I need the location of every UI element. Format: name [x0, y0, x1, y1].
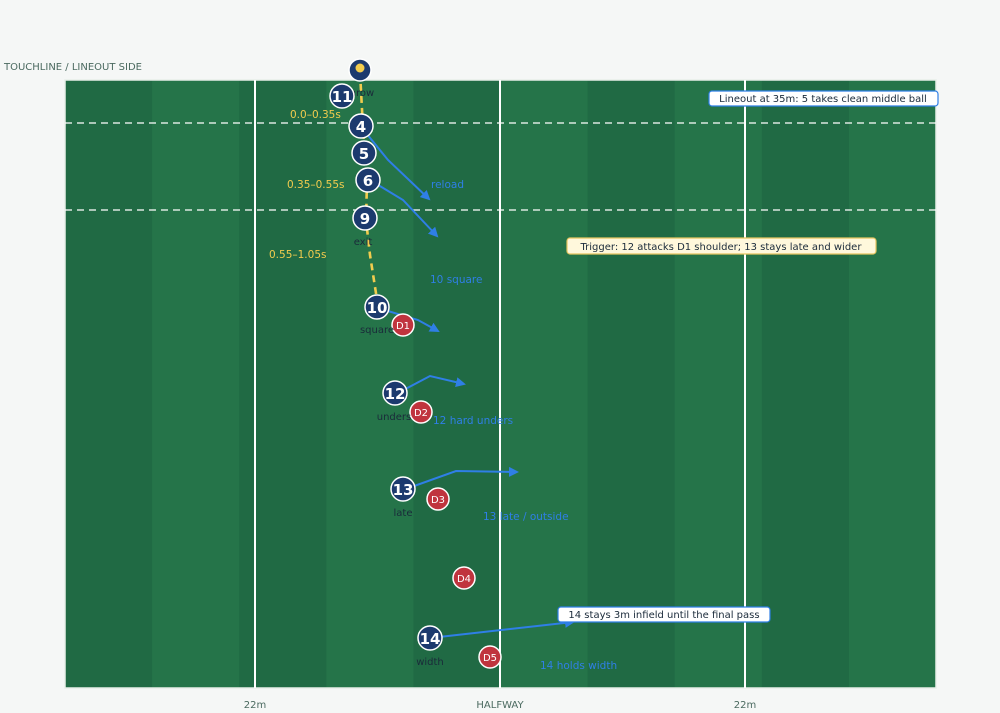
defender-label: D1 [396, 321, 410, 332]
attacker-5: 5 [351, 140, 377, 166]
run-arrow-4 [361, 127, 431, 201]
attacker-number: 5 [359, 145, 369, 163]
pitch-stripe [848, 80, 936, 688]
run-arrow-13 [402, 466, 519, 491]
pitch-stripe [152, 80, 240, 688]
callout-width-text: 14 stays 3m infield until the final pass [568, 610, 759, 621]
pitch-stripe [674, 80, 762, 688]
attacker-tag: width [416, 657, 444, 668]
run-label-13: 13 late / outside [483, 511, 569, 523]
axis-label-left-22: 22m [244, 700, 266, 711]
attacker-tag: square [360, 325, 394, 336]
defender-d3: D3 [426, 487, 450, 511]
attacker-number: 9 [360, 210, 370, 228]
attacker-tag: unders [377, 412, 412, 423]
timing-label-1: 0.35–0.55s [287, 179, 344, 191]
ball-icon [355, 63, 365, 73]
timing-label-0: 0.0–0.35s [290, 109, 341, 121]
callout-trigger: Trigger: 12 attacks D1 shoulder; 13 stay… [566, 237, 877, 255]
attacker-tag: late [394, 508, 413, 519]
run-label-10: 10 square [430, 274, 482, 286]
run-label-14: 14 holds width [540, 660, 617, 672]
defender-label: D3 [431, 495, 445, 506]
defender-d2: D2 [409, 400, 433, 424]
attacker-6: 6 [355, 167, 381, 193]
attacker-4: 4 [348, 113, 374, 139]
defender-d1: D1 [391, 313, 415, 337]
defender-label: D4 [457, 574, 471, 585]
attacker-number: 6 [363, 172, 373, 190]
callout-lineout: Lineout at 35m: 5 takes clean middle bal… [708, 90, 939, 107]
defender-d4: D4 [452, 566, 476, 590]
pitch-stripes [152, 80, 936, 688]
timing-label-2: 0.55–1.05s [269, 249, 326, 261]
touchline-label: TOUCHLINE / LINEOUT SIDE [3, 62, 142, 73]
timing-labels: 0.0–0.35s 0.35–0.55s 0.55–1.05s [269, 109, 344, 261]
run-arrows [361, 127, 575, 639]
run-labels: reload 10 square 12 hard unders 13 late … [430, 179, 617, 672]
attacker-tag: throw [346, 88, 374, 99]
attacker-thrower: throw [346, 58, 374, 99]
attacker-number: 10 [367, 299, 388, 317]
pitch [64, 79, 937, 689]
attacker-10: 10 square [360, 294, 394, 336]
attacker-number: 13 [393, 481, 414, 499]
run-arrow-14 [429, 617, 575, 639]
defender-label: D5 [483, 653, 497, 664]
attacker-11: 11 [329, 83, 355, 109]
axis-label-halfway: HALFWAY [476, 700, 524, 711]
attacker-number: 14 [420, 630, 441, 648]
attacker-tag: exit [354, 237, 373, 248]
run-arrow-12 [395, 374, 466, 395]
run-arrow-6 [369, 179, 439, 238]
attacker-number: 11 [332, 88, 353, 106]
callout-trigger-text: Trigger: 12 attacks D1 shoulder; 13 stay… [580, 242, 863, 253]
attacker-14: 14 width [416, 625, 444, 668]
attacker-9: 9 exit [352, 205, 378, 248]
attacker-number: 4 [356, 118, 366, 136]
attacker-12: 12 unders [377, 380, 412, 423]
axis-label-right-22: 22m [734, 700, 756, 711]
defender-d5: D5 [478, 645, 502, 669]
callout-lineout-text: Lineout at 35m: 5 takes clean middle bal… [719, 94, 927, 105]
run-label-reload: reload [431, 179, 464, 191]
attackers: throw 11 4 5 6 9 exit 10 square [329, 58, 444, 668]
run-label-12: 12 hard unders [433, 415, 513, 427]
callout-width: 14 stays 3m infield until the final pass [557, 606, 771, 623]
defender-label: D2 [414, 408, 428, 419]
run-arrow-10 [377, 307, 440, 332]
attacker-number: 12 [385, 385, 406, 403]
attacker-13: 13 late [390, 476, 416, 519]
defenders: D1 D2 D3 D4 D5 [391, 313, 502, 669]
pitch-stripe [500, 80, 588, 688]
